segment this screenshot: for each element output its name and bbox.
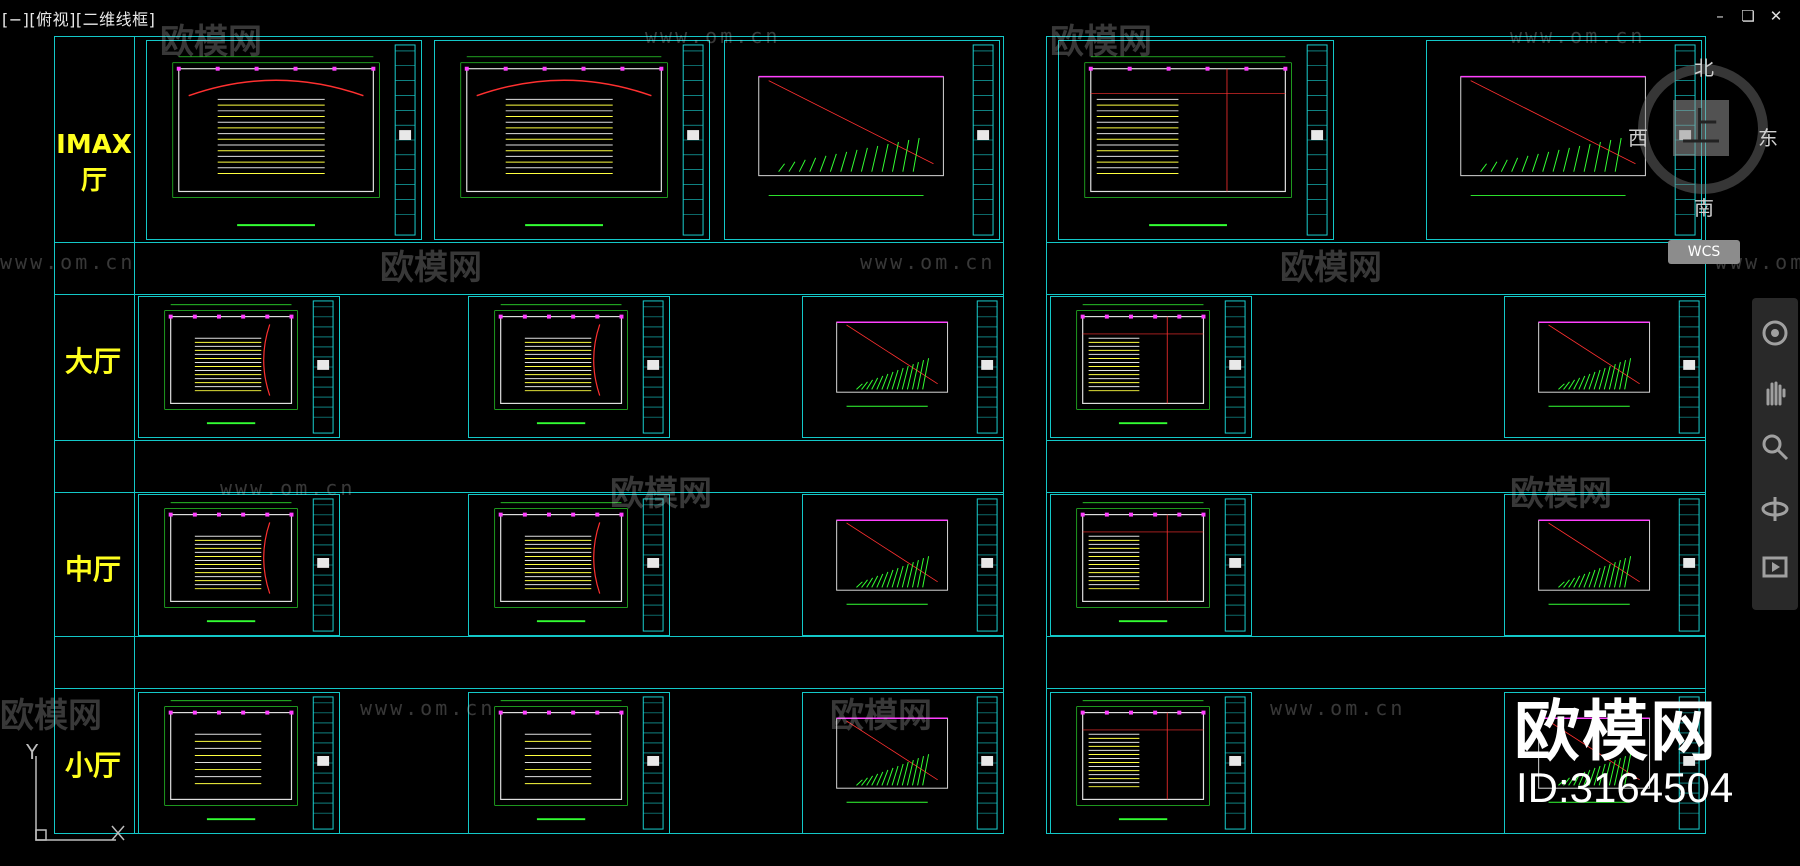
- close-icon[interactable]: ✕: [1769, 7, 1783, 25]
- left-row-divider: [54, 636, 1004, 637]
- left-label-column-divider: [134, 36, 135, 834]
- row-label-imax: IMAX厅: [56, 130, 132, 196]
- compass-north[interactable]: 北: [1694, 56, 1714, 80]
- watermark-logo: 欧模网: [1510, 474, 1612, 514]
- left-row-divider: [54, 242, 1004, 243]
- left-row-divider: [54, 492, 1004, 493]
- drawing-sheet[interactable]: [1504, 494, 1706, 636]
- drawing-sheet[interactable]: [146, 40, 422, 240]
- navigation-bar: [1752, 298, 1798, 610]
- watermark-url: www.om.cn: [360, 696, 496, 720]
- watermark-logo: 欧模网: [0, 696, 102, 736]
- compass-south[interactable]: 南: [1694, 196, 1714, 220]
- showmotion-icon[interactable]: [1760, 552, 1790, 582]
- right-row-divider: [1046, 440, 1706, 441]
- watermark-url: www.om.cn: [860, 250, 996, 274]
- drawing-sheet[interactable]: [1050, 494, 1252, 636]
- compass-west[interactable]: 西: [1628, 126, 1648, 150]
- left-row-divider: [54, 688, 1004, 689]
- row-label-small-hall: 小厅: [64, 749, 121, 782]
- watermark-logo: 欧模网: [1050, 22, 1152, 62]
- left-row-divider: [54, 440, 1004, 441]
- viewcube[interactable]: 上 北 南 东 西: [1628, 52, 1782, 222]
- drawing-sheet[interactable]: [138, 296, 340, 438]
- drawing-sheet[interactable]: [1050, 692, 1252, 834]
- drawing-sheet[interactable]: [138, 692, 340, 834]
- minimize-icon[interactable]: –: [1716, 7, 1724, 25]
- watermark-url: www.om.cn: [1510, 24, 1646, 48]
- wcs-menu-button[interactable]: WCS: [1668, 240, 1740, 264]
- right-row-divider: [1046, 636, 1706, 637]
- right-row-divider: [1046, 294, 1706, 295]
- drawing-sheet[interactable]: [1504, 692, 1706, 834]
- brand-name-overlay: 欧模网: [1514, 693, 1718, 770]
- viewcube-face-top[interactable]: 上: [1673, 100, 1729, 156]
- drawing-sheet[interactable]: [802, 692, 1004, 834]
- watermark-url: www.om.cn: [645, 24, 781, 48]
- drawing-sheet[interactable]: [802, 494, 1004, 636]
- drawing-sheet[interactable]: [1504, 296, 1706, 438]
- right-row-divider: [1046, 242, 1706, 243]
- orbit-icon[interactable]: [1760, 494, 1790, 524]
- compass-east[interactable]: 东: [1758, 126, 1778, 150]
- watermark-logo: 欧模网: [1280, 248, 1382, 288]
- steering-wheel-icon[interactable]: [1760, 318, 1790, 348]
- brand-id-overlay: ID:3164504: [1516, 764, 1734, 811]
- right-row-divider: [1046, 688, 1706, 689]
- drawing-sheet[interactable]: [434, 40, 710, 240]
- drawing-sheet[interactable]: [468, 692, 670, 834]
- drawing-sheet[interactable]: [1058, 40, 1334, 240]
- zoom-icon[interactable]: [1760, 432, 1790, 462]
- viewport-controls-label[interactable]: [−][俯视][二维线框]: [2, 10, 156, 29]
- drawing-sheet[interactable]: [468, 296, 670, 438]
- drawing-sheet[interactable]: [468, 494, 670, 636]
- drawing-sheet[interactable]: [138, 494, 340, 636]
- watermark-logo: 欧模网: [160, 22, 262, 62]
- pan-hand-icon[interactable]: [1760, 378, 1790, 408]
- drawing-sheet[interactable]: [724, 40, 1000, 240]
- watermark-url: www.om.cn: [1270, 696, 1406, 720]
- restore-icon[interactable]: ❏: [1741, 7, 1755, 25]
- watermark-url: www.om.cn: [220, 476, 356, 500]
- watermark-logo: 欧模网: [830, 696, 932, 736]
- left-row-divider: [54, 294, 1004, 295]
- watermark-url: www.om.cn: [0, 250, 136, 274]
- viewcube-ring: [1638, 64, 1768, 194]
- row-label-medium-hall: 中厅: [64, 553, 121, 586]
- drawing-sheet[interactable]: [1050, 296, 1252, 438]
- ucs-icon: Y X: [16, 740, 126, 850]
- watermark-logo: 欧模网: [380, 248, 482, 288]
- drawing-sheet[interactable]: [802, 296, 1004, 438]
- row-label-large-hall: 大厅: [64, 345, 121, 378]
- watermark-logo: 欧模网: [610, 474, 712, 514]
- right-row-divider: [1046, 492, 1706, 493]
- ucs-y-label: Y: [26, 740, 39, 764]
